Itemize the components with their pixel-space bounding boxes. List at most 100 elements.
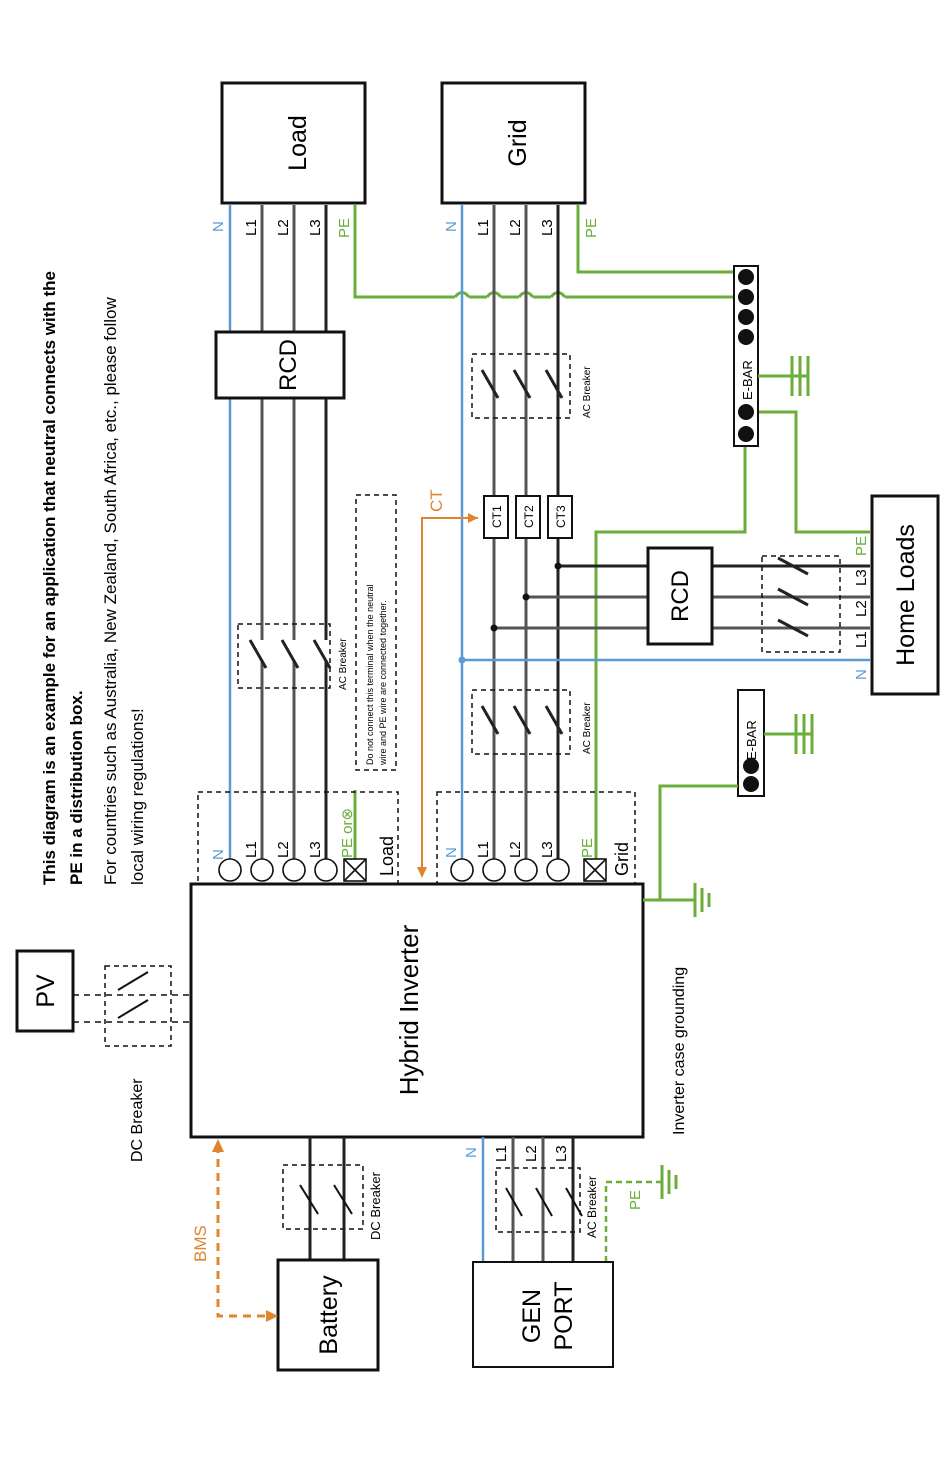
svg-text:N: N (210, 221, 227, 232)
svg-text:GEN: GEN (518, 1289, 546, 1343)
svg-text:PE: PE (627, 1190, 644, 1210)
ac-breaker-grid-upper: AC Breaker (471, 353, 593, 419)
svg-text:N: N (443, 221, 460, 232)
e-bar-small: E-BAR (737, 689, 814, 797)
svg-text:L1: L1 (475, 219, 492, 236)
note-line-2: PE in a distribution box. (67, 690, 86, 885)
svg-text:L1: L1 (243, 219, 260, 236)
note-text: This diagram is an example for an applic… (40, 271, 147, 885)
ct3-box (547, 495, 573, 539)
gen-wire-labels: N L1 L2 L3 (463, 1145, 570, 1162)
home-pe-wire (758, 410, 870, 534)
svg-text:CT1: CT1 (490, 505, 504, 528)
grid-pe-to-ebar (594, 412, 747, 860)
hybrid-inverter-box: Hybrid Inverter (189, 882, 645, 1139)
svg-text:E-BAR: E-BAR (740, 360, 755, 400)
svg-text:wire and PE wire are connected: wire and PE wire are connected together. (378, 600, 388, 766)
svg-text:DC Breaker: DC Breaker (129, 1078, 146, 1162)
load-title: Load (284, 115, 312, 171)
svg-text:Home Loads: Home Loads (892, 524, 920, 666)
svg-text:N: N (463, 1147, 480, 1158)
svg-text:L1: L1 (475, 841, 492, 858)
pe-warning-note: Do not connect this terminal when the ne… (355, 494, 397, 771)
svg-text:L2: L2 (507, 841, 524, 858)
home-wire-labels: N L1 L2 L3 PE (853, 536, 870, 680)
load-wire-labels: N L1 L2 L3 PE (210, 218, 353, 238)
svg-text:CT3: CT3 (554, 505, 568, 528)
pv-dc-breaker: DC Breaker (73, 965, 191, 1162)
svg-text:DC Breaker: DC Breaker (368, 1171, 383, 1240)
svg-text:PE: PE (583, 218, 600, 238)
home-loads-box: Home Loads (870, 494, 940, 696)
svg-text:BMS: BMS (191, 1225, 210, 1262)
rcd-home: RCD (646, 546, 714, 646)
grid-title: Grid (504, 119, 532, 166)
svg-text:N: N (853, 669, 870, 680)
ac-breaker-grid-lower: AC Breaker (471, 689, 593, 755)
svg-text:L2: L2 (523, 1145, 540, 1162)
svg-text:L2: L2 (275, 219, 292, 236)
svg-text:PE: PE (336, 218, 353, 238)
gen-ac-breaker: AC Breaker (495, 1167, 599, 1238)
svg-text:L3: L3 (539, 841, 556, 858)
grid-wire-labels: N L1 L2 L3 PE (443, 218, 600, 238)
svg-text:Do not connect this terminal w: Do not connect this terminal when the ne… (365, 584, 375, 765)
load-terminal-block: N L1 L2 L3 PE or⊗ Load (197, 791, 399, 885)
svg-text:L3: L3 (853, 569, 870, 586)
inverter-title: Hybrid Inverter (394, 924, 424, 1095)
grid-box: Grid (440, 81, 587, 205)
svg-text:L1: L1 (853, 631, 870, 648)
inverter-case-grounding: Inverter case grounding (643, 784, 738, 1135)
pv-box: PV (15, 949, 75, 1033)
battery-box: Battery (276, 1258, 380, 1372)
load-pe-wire (353, 205, 455, 299)
note-line-1: This diagram is an example for an applic… (40, 271, 59, 885)
svg-text:L3: L3 (553, 1145, 570, 1162)
svg-text:CT: CT (427, 489, 446, 512)
grid-terminal-label: Grid (612, 842, 632, 876)
bms-link: BMS (191, 1139, 278, 1322)
load-box: Load (220, 81, 367, 205)
svg-text:L2: L2 (507, 219, 524, 236)
svg-text:L3: L3 (539, 219, 556, 236)
ct-signal-line: CT (417, 489, 478, 878)
svg-text:L3: L3 (307, 841, 324, 858)
e-bar-main: E-BAR (733, 265, 810, 447)
svg-text:L1: L1 (493, 1145, 510, 1162)
svg-text:Battery: Battery (315, 1275, 343, 1355)
gen-port-box: GEN PORT (472, 1261, 614, 1368)
svg-text:L3: L3 (307, 219, 324, 236)
note-line-4: local wiring regulations! (128, 708, 147, 885)
rcd-load: RCD (214, 330, 346, 400)
ac-breaker-load: AC Breaker (237, 623, 349, 690)
grid-terminal-block: N L1 L2 L3 PE Grid (436, 791, 636, 885)
svg-text:AC Breaker: AC Breaker (338, 638, 349, 690)
svg-text:PV: PV (32, 974, 60, 1008)
current-transformers: CT1 CT2 CT3 (483, 495, 573, 539)
battery-wires (308, 1137, 346, 1260)
svg-text:L2: L2 (853, 600, 870, 617)
gen-wires: PE (481, 1137, 678, 1262)
svg-text:L1: L1 (243, 841, 260, 858)
svg-text:CT2: CT2 (522, 505, 536, 528)
svg-text:E-BAR: E-BAR (744, 720, 759, 760)
svg-text:RCD: RCD (275, 339, 302, 391)
svg-text:N: N (443, 847, 460, 858)
battery-dc-breaker: DC Breaker (282, 1164, 383, 1240)
svg-text:PE: PE (853, 536, 870, 556)
svg-text:L2: L2 (275, 841, 292, 858)
svg-text:PE or⊗: PE or⊗ (339, 808, 356, 858)
ct2-box (515, 495, 541, 539)
svg-text:AC Breaker: AC Breaker (582, 366, 593, 418)
svg-text:AC Breaker: AC Breaker (582, 702, 593, 754)
ac-breaker-home (761, 555, 841, 653)
svg-text:PE: PE (579, 838, 596, 858)
svg-text:AC Breaker: AC Breaker (585, 1176, 599, 1238)
note-line-3: For countries such as Australia, New Zea… (101, 297, 120, 885)
svg-text:Inverter case grounding: Inverter case grounding (671, 967, 688, 1135)
grid-pe-wire (576, 205, 740, 274)
load-terminal-label: Load (377, 836, 397, 876)
ct1-box (483, 495, 509, 539)
